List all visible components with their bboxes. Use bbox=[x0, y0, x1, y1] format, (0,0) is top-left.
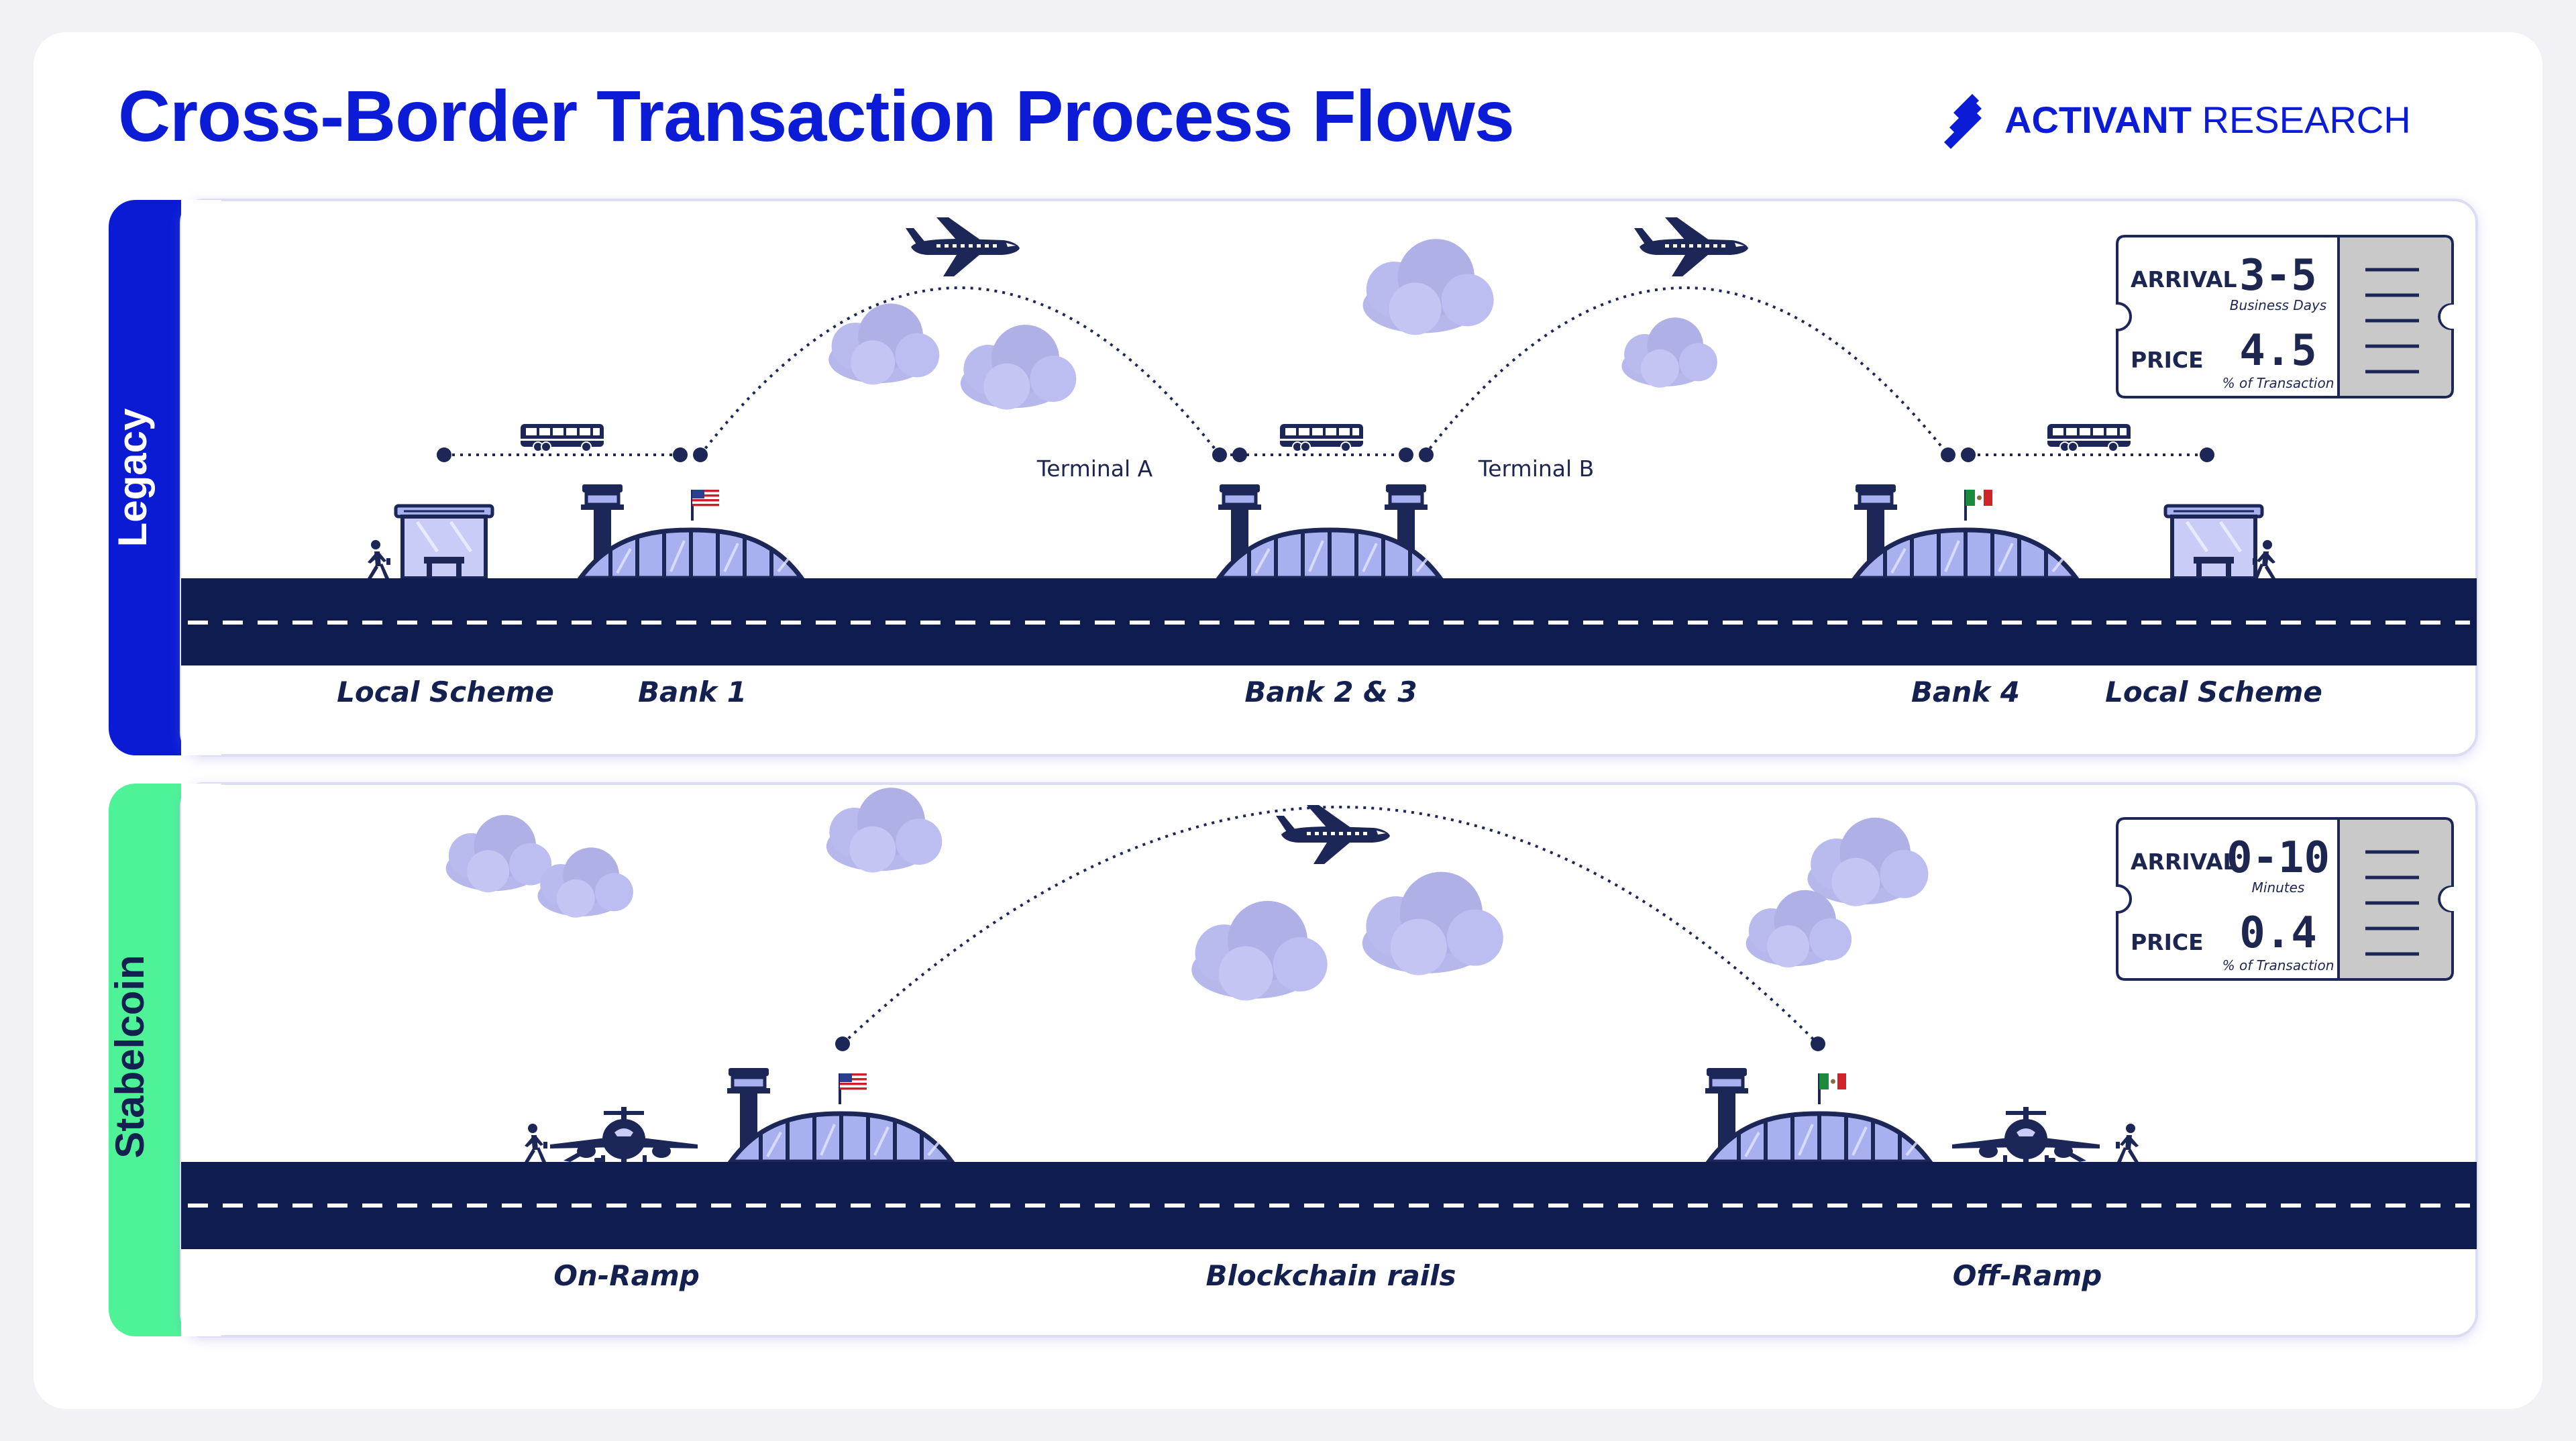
stablecoin-ticket: ARRIVAL 0-10 Minutes PRICE 0.4 % of Tran… bbox=[2117, 818, 2453, 979]
legacy-arrival-label: ARRIVAL bbox=[2131, 266, 2237, 292]
logo-brand: ACTIVANT bbox=[2004, 99, 2192, 141]
label-local-scheme-right: Local Scheme bbox=[2105, 676, 2322, 708]
label-on-ramp: On-Ramp bbox=[553, 1259, 700, 1292]
legacy-route-dots bbox=[437, 447, 2214, 462]
stablecoin-price-unit: % of Transaction bbox=[2222, 957, 2334, 973]
legacy-routes bbox=[444, 286, 2207, 456]
legacy-panel: Legacy Terminal A Terminal bbox=[109, 199, 2478, 757]
stablecoin-arrival-value: 0-10 bbox=[2226, 833, 2330, 883]
stablecoin-panel: Stabelcoin On-Ramp Blockchain ra bbox=[107, 782, 2478, 1338]
route-dot bbox=[835, 1036, 850, 1051]
stablecoin-price-value: 0.4 bbox=[2239, 908, 2317, 958]
activant-logo-icon bbox=[1944, 94, 1982, 149]
legacy-arrival-value: 3-5 bbox=[2239, 251, 2317, 301]
label-off-ramp: Off-Ramp bbox=[1953, 1259, 2102, 1292]
svg-text:ACTIVANT RESEARCH: ACTIVANT RESEARCH bbox=[2004, 99, 2411, 141]
stablecoin-arrival-unit: Minutes bbox=[2252, 879, 2305, 896]
bus-stop-icon bbox=[2165, 506, 2262, 578]
route-dot bbox=[1811, 1036, 1825, 1051]
legacy-price-label: PRICE bbox=[2131, 347, 2204, 373]
legacy-price-value: 4.5 bbox=[2239, 326, 2317, 376]
legacy-arrival-unit: Business Days bbox=[2230, 297, 2326, 313]
label-blockchain-rails: Blockchain rails bbox=[1206, 1259, 1456, 1292]
legacy-ticket: ARRIVAL 3-5 Business Days PRICE 4.5 % of… bbox=[2117, 236, 2453, 397]
stablecoin-road bbox=[181, 1162, 2477, 1249]
activant-logo: ACTIVANT RESEARCH bbox=[1944, 94, 2411, 149]
label-bank1: Bank 1 bbox=[638, 676, 747, 708]
stablecoin-route bbox=[841, 806, 1819, 1045]
stablecoin-price-label: PRICE bbox=[2131, 929, 2204, 955]
legacy-tab-label: Legacy bbox=[110, 408, 155, 547]
label-local-scheme-left: Local Scheme bbox=[337, 676, 554, 708]
bus-stop-icon bbox=[396, 506, 492, 578]
logo-suffix: RESEARCH bbox=[2192, 99, 2411, 141]
stablecoin-arrival-label: ARRIVAL bbox=[2131, 849, 2237, 875]
legacy-road bbox=[181, 578, 2477, 665]
label-bank4: Bank 4 bbox=[1911, 676, 2020, 708]
terminal-a-label: Terminal A bbox=[1036, 456, 1153, 482]
label-bank23: Bank 2 & 3 bbox=[1244, 676, 1417, 708]
stablecoin-tab-label: Stabelcoin bbox=[107, 955, 152, 1158]
legacy-price-unit: % of Transaction bbox=[2222, 375, 2334, 391]
terminal-b-label: Terminal B bbox=[1478, 456, 1595, 482]
page-title: Cross-Border Transaction Process Flows bbox=[118, 75, 1514, 156]
